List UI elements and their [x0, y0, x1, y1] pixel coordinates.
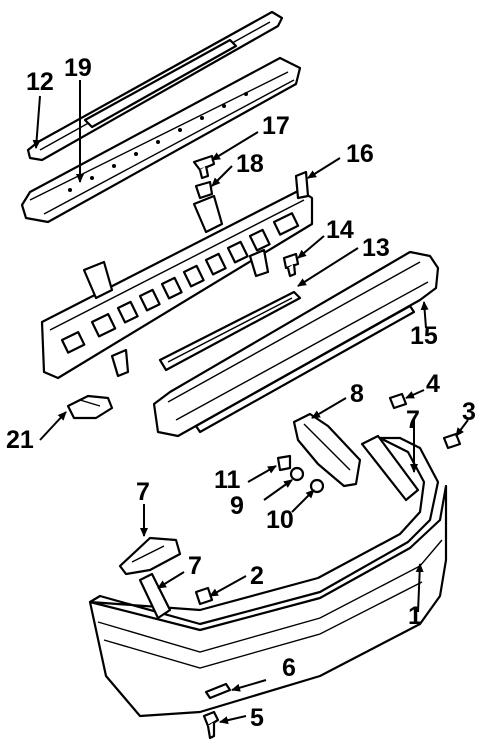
callout-12: 11	[214, 466, 241, 494]
part-3-nut	[442, 432, 462, 450]
part-4-nut	[388, 392, 408, 410]
part-2-nut	[194, 586, 214, 606]
callout-6: 6	[282, 654, 296, 682]
part-21-bracket	[66, 394, 114, 420]
part-16-impact-strip	[152, 250, 440, 438]
callout-7-right: 7	[406, 406, 420, 434]
part-13-upper-strip	[26, 10, 284, 162]
callout-2: 2	[250, 562, 264, 590]
callout-15: 14	[326, 216, 354, 244]
part-7-retainer-left	[138, 572, 172, 620]
part-5-screw	[202, 710, 220, 740]
callout-20: 19	[64, 54, 92, 82]
part-18-clip	[192, 154, 216, 180]
part-8-bracket	[118, 536, 182, 576]
part-15-clip	[282, 252, 300, 278]
part-10-clip	[289, 466, 305, 482]
callout-11: 10	[266, 506, 294, 534]
callout-18: 17	[262, 112, 290, 140]
callout-7-left: 7	[188, 552, 202, 580]
part-1-bumper-cover	[88, 436, 448, 718]
part-12-clip	[276, 454, 292, 472]
callout-labels: 12 19 17 18 16 14 13 15 8 4 3 7 11 9 10 …	[6, 54, 476, 732]
callout-16: 15	[410, 322, 438, 350]
part-20-reinforcement	[20, 56, 302, 224]
callout-4: 4	[426, 370, 440, 398]
callout-13: 12	[26, 68, 54, 96]
callout-3: 3	[462, 398, 476, 426]
part-19-clip	[194, 180, 214, 200]
callout-10: 9	[230, 492, 244, 520]
part-17-absorber	[40, 170, 314, 380]
callout-5: 5	[250, 704, 264, 732]
callout-1: 1	[408, 602, 422, 630]
part-6-pad	[204, 682, 232, 700]
leader-lines	[32, 80, 469, 725]
callout-8: 7	[136, 478, 150, 506]
part-14-molding	[158, 290, 302, 372]
callout-9: 8	[350, 380, 364, 408]
part-7-retainer-right	[360, 434, 420, 502]
callout-19: 18	[236, 150, 264, 178]
part-11-clip	[309, 478, 325, 494]
callout-14: 13	[362, 234, 390, 262]
callout-21: 21	[6, 426, 34, 454]
callout-17: 16	[346, 140, 374, 168]
